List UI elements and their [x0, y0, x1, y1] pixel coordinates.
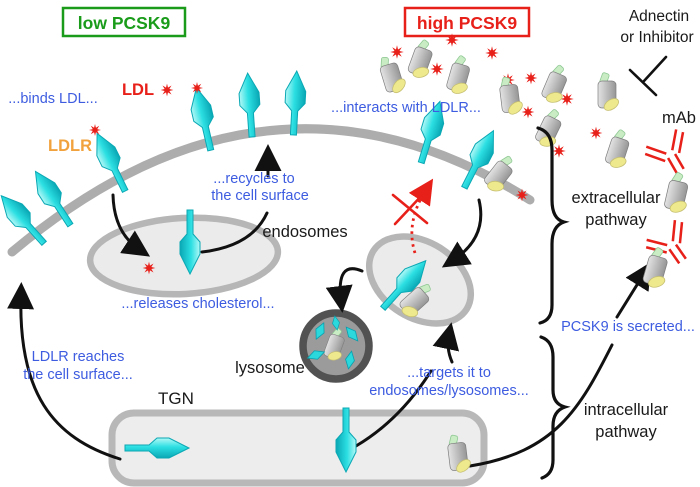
mab-complexes: [640, 125, 700, 292]
pcsk9-molecule-icon: [444, 53, 474, 98]
pcsk9-molecule-icon: [602, 126, 634, 172]
ldl-particle-icon: [160, 83, 174, 97]
ldlr-reaches-label: LDLR reaches: [32, 349, 125, 365]
adnectin-label-2: or Inhibitor: [620, 29, 693, 46]
pcsk9-molecule-icon: [493, 73, 527, 120]
pcsk9-molecule-icon: [405, 36, 438, 83]
flow-arrows: [7, 144, 652, 468]
mab-label: mAb: [662, 109, 696, 127]
tgn-compartment: [108, 409, 488, 487]
extracellular-brace: [536, 126, 570, 325]
ldl-particle-icon: [430, 62, 444, 76]
low-pcsk9-box: [61, 6, 187, 38]
extracellular-label: extracellular: [572, 189, 661, 207]
ldl-particle-icon: [485, 46, 499, 60]
ldl-particle-icon: [524, 71, 538, 85]
inhibitor-tbar-icon: [628, 55, 668, 97]
binds-ldl-label: ...binds LDL...: [8, 91, 97, 107]
mab-antibody-icon: [641, 125, 700, 184]
tgn-label: TGN: [158, 389, 194, 408]
blocked-recycling-arrow: [391, 178, 434, 254]
ldl-particle-icon: [560, 92, 574, 106]
ldl-particle-icon: [552, 144, 566, 158]
pcsk9-molecule-icon: [372, 51, 412, 100]
high-pcsk9-box: [403, 6, 531, 38]
pcsk9-molecule-icon: [592, 69, 623, 115]
cell-membrane: [7, 124, 535, 257]
targeting-arrow: [432, 322, 460, 364]
ldl-particle-icon: [191, 82, 203, 94]
high-pcsk9-title: high PCSK9: [417, 13, 517, 33]
ldl-particle-icon: [589, 126, 603, 140]
intracellular-label: intracellular: [584, 401, 669, 419]
extracellular-label-2: pathway: [585, 211, 647, 229]
ldlr-label: LDLR: [48, 137, 92, 155]
ldl-particle-icon: [390, 45, 404, 59]
targets-label: ...targets it to: [407, 365, 491, 381]
secretion-curve: [468, 343, 614, 468]
recycles-label: ...recycles to: [213, 171, 294, 187]
targets-label-2: endosomes/lysosomes...: [369, 383, 529, 399]
recycles-label-2: the cell surface: [211, 188, 309, 204]
red-x-icon: [391, 190, 429, 226]
secreted-label: PCSK9 is secreted...: [561, 319, 695, 335]
to-lysosome-arrow: [325, 267, 364, 313]
lysosome-label: lysosome: [235, 359, 305, 377]
interacts-label: ...interacts with LDLR...: [331, 100, 481, 116]
pcsk9-molecule-icon: [662, 170, 692, 217]
ldl-particle-icon: [521, 105, 535, 119]
releases-label: ...releases cholesterol...: [121, 296, 274, 312]
adnectin-label: Adnectin: [629, 8, 689, 25]
tgn-to-surface-arrow: [7, 282, 122, 461]
endosomes-label: endosomes: [262, 223, 347, 241]
internalize-arrow: [111, 193, 151, 257]
secreted-arrow: [615, 261, 652, 319]
targeting-curve: [354, 369, 433, 448]
ldl-particle-icon: [515, 188, 529, 202]
recycle-curve: [200, 211, 269, 254]
complex-internalize-arrow: [441, 198, 483, 268]
intracellular-label-2: pathway: [595, 423, 657, 441]
intracellular-brace: [539, 335, 571, 480]
ldl-particle-icon: [142, 261, 156, 275]
ldlr-reaches-label-2: the cell surface...: [23, 367, 133, 383]
ldl-particle-icon: [89, 124, 101, 136]
low-pcsk9-title: low PCSK9: [78, 13, 171, 33]
ldl-label: LDL: [122, 81, 154, 99]
